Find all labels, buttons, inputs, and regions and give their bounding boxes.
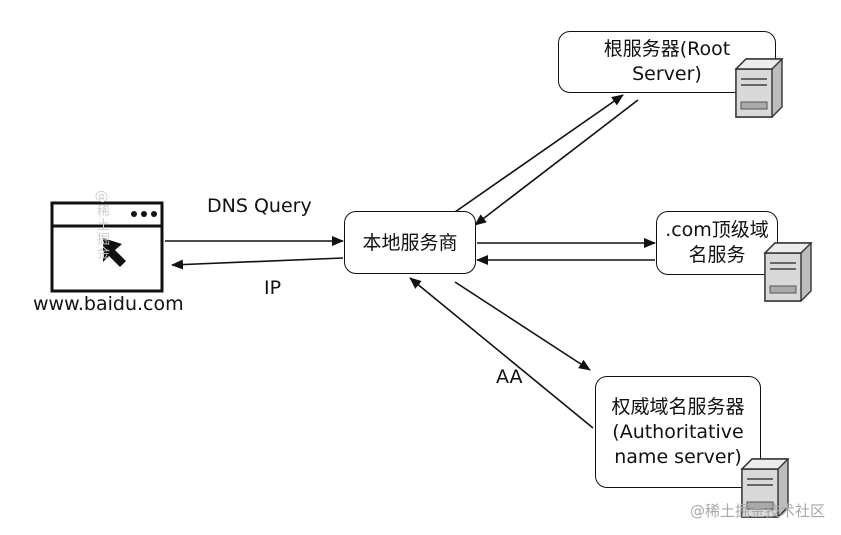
server-icon <box>740 458 790 518</box>
client-label: www.baidu.com <box>33 293 184 315</box>
arrow-local-to-auth <box>454 281 591 371</box>
server-icon <box>763 242 813 302</box>
tld-server-label: .com顶级域 名服务 <box>665 219 769 266</box>
cursor-arrow-icon <box>103 238 126 267</box>
browser-window-icon <box>50 201 164 293</box>
dns-query-label: DNS Query <box>207 195 312 217</box>
auth-server-box: 权威域名服务器 (Authoritative name server) <box>595 376 761 488</box>
local-provider-label: 本地服务商 <box>362 231 458 254</box>
side-watermark: @稀土掘金 <box>94 190 109 260</box>
local-provider-box: 本地服务商 <box>344 211 476 274</box>
arrow-local-to-client <box>171 257 344 270</box>
auth-server-label: 权威域名服务器 (Authoritative name server) <box>611 395 745 468</box>
arrow-auth-to-local <box>409 277 594 429</box>
tld-server-box: .com顶级域 名服务 <box>656 211 778 275</box>
ip-label: IP <box>264 277 282 299</box>
root-server-label: 根服务器(Root Server) <box>603 38 731 85</box>
watermark: @稀土掘金技术社区 <box>689 502 825 520</box>
root-server-box: 根服务器(Root Server) <box>558 31 776 93</box>
aa-label: AA <box>496 366 523 388</box>
arrow-root-to-local <box>474 99 639 226</box>
server-icon <box>734 58 784 118</box>
arrow-local-to-root <box>454 94 624 213</box>
